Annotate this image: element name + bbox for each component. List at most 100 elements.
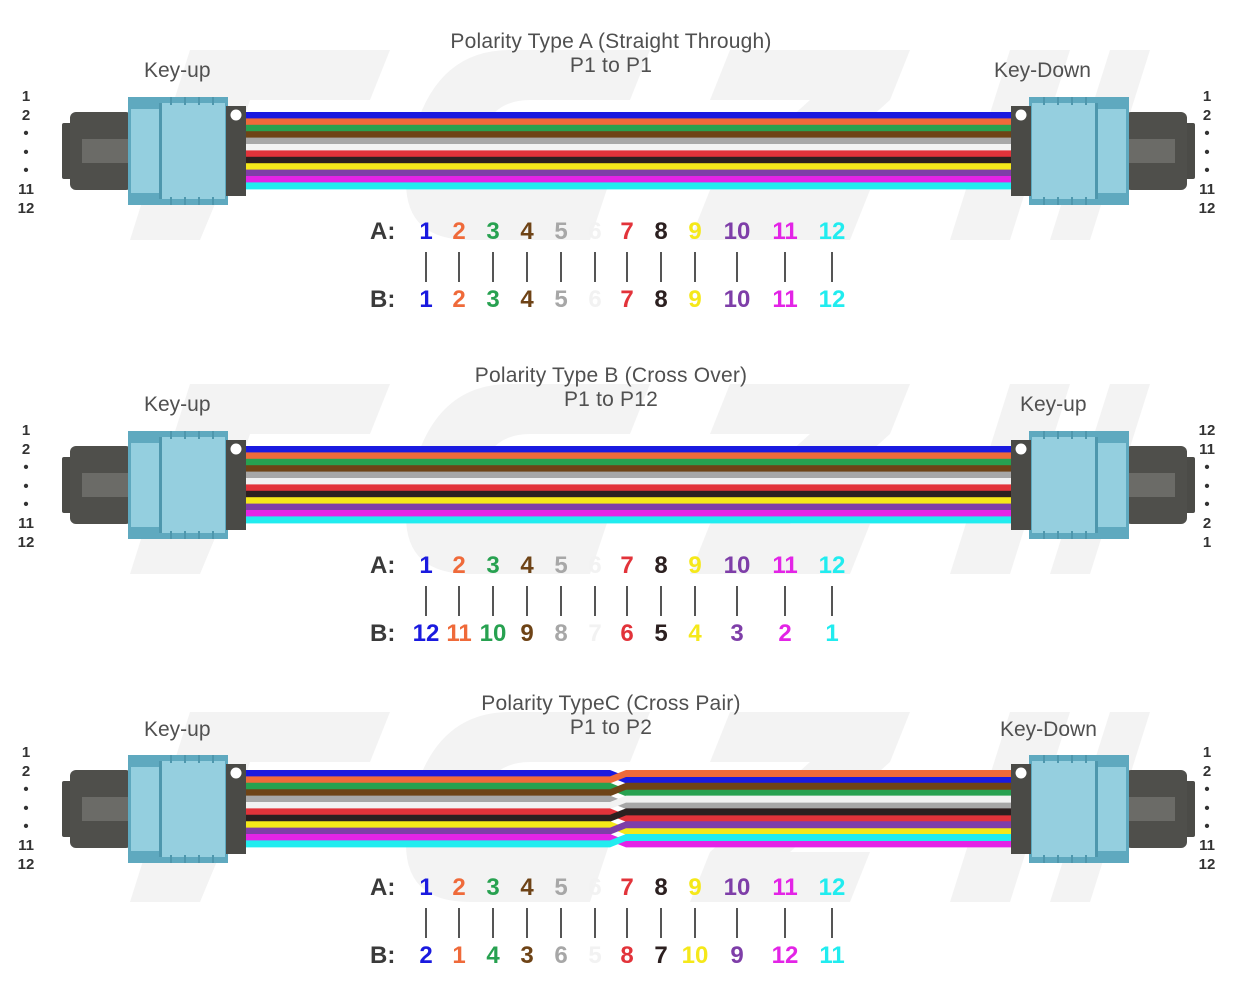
connector-rib bbox=[198, 531, 200, 539]
a-fiber-number: 12 bbox=[818, 552, 846, 579]
connector-rib bbox=[184, 431, 186, 439]
b-fiber-number: 3 bbox=[730, 620, 744, 647]
fiber-number: • bbox=[1204, 781, 1210, 799]
row-a-label: A: bbox=[370, 874, 396, 901]
connection-line bbox=[594, 252, 596, 282]
fiber-number: 2 bbox=[1202, 762, 1212, 780]
fiber-number: 12 bbox=[17, 855, 35, 873]
fiber-number: • bbox=[1204, 143, 1210, 161]
fiber-strand bbox=[246, 821, 1011, 835]
left-mpo-connector bbox=[62, 97, 246, 205]
polarity-type-a-panel: Polarity Type A (Straight Through) P1 to… bbox=[0, 0, 1257, 335]
b-fiber-number: 3 bbox=[520, 942, 534, 969]
fiber-strand bbox=[246, 144, 1011, 151]
connector-rib bbox=[1085, 531, 1087, 539]
b-fiber-number: 11 bbox=[819, 942, 845, 969]
a-fiber-number: 8 bbox=[654, 218, 668, 245]
connector-boot-slot bbox=[82, 139, 130, 163]
fiber-strand bbox=[246, 176, 1011, 183]
a-fiber-number: 7 bbox=[620, 552, 634, 579]
connector-housing-seam bbox=[1095, 761, 1098, 857]
a-fiber-number: 1 bbox=[419, 552, 433, 579]
connection-line bbox=[660, 586, 662, 616]
connection-line bbox=[736, 252, 738, 282]
fiber-strand bbox=[246, 770, 1011, 784]
fiber-number: • bbox=[23, 818, 29, 836]
connector-boot-slot bbox=[1127, 473, 1175, 497]
row-b-label: B: bbox=[370, 620, 396, 647]
connector-rib bbox=[198, 755, 200, 763]
connection-line bbox=[526, 908, 528, 938]
fiber-strand bbox=[246, 465, 1011, 473]
mpo-cable-diagram bbox=[62, 97, 1195, 205]
connector-rib bbox=[1043, 755, 1045, 763]
right-fiber-numbers: 1 2 • • • 11 12 bbox=[1192, 744, 1222, 874]
fiber-number: 12 bbox=[1198, 199, 1216, 217]
connector-ferrule bbox=[1011, 106, 1031, 196]
a-fiber-number: 4 bbox=[520, 874, 534, 901]
fiber-number: • bbox=[1204, 496, 1210, 514]
connector-rib bbox=[1043, 855, 1045, 863]
a-fiber-number: 4 bbox=[520, 218, 534, 245]
b-fiber-number: 11 bbox=[446, 620, 472, 647]
connection-line bbox=[458, 908, 460, 938]
fiber-strand bbox=[246, 490, 1011, 498]
b-fiber-number: 11 bbox=[772, 286, 798, 313]
connector-housing-body bbox=[1032, 761, 1096, 857]
a-fiber-number: 9 bbox=[688, 874, 702, 901]
connector-housing-seam bbox=[1095, 437, 1098, 533]
connection-line bbox=[831, 252, 833, 282]
connector-housing-front bbox=[1096, 767, 1126, 851]
fiber-strand bbox=[246, 834, 1011, 848]
connector-rib bbox=[1071, 755, 1073, 763]
connection-line bbox=[626, 586, 628, 616]
fiber-strand bbox=[246, 169, 1011, 177]
b-fiber-number: 5 bbox=[554, 286, 568, 313]
panel-subtitle: P1 to P12 bbox=[563, 388, 659, 411]
right-key-label: Key-Down bbox=[994, 59, 1091, 82]
fiber-strand bbox=[246, 446, 1011, 453]
fiber-number: • bbox=[23, 162, 29, 180]
a-fiber-number: 9 bbox=[688, 552, 702, 579]
connection-line bbox=[831, 586, 833, 616]
fiber-number: 1 bbox=[1202, 744, 1212, 761]
connector-rib bbox=[1085, 197, 1087, 205]
fiber-number: 2 bbox=[21, 106, 31, 124]
connection-line bbox=[560, 908, 562, 938]
b-fiber-number: 7 bbox=[588, 620, 602, 647]
connector-rib bbox=[1071, 197, 1073, 205]
panel-title: Polarity Type A (Straight Through) bbox=[450, 30, 772, 53]
connector-boot-tip bbox=[62, 457, 72, 513]
connection-line bbox=[560, 586, 562, 616]
a-fiber-number: 2 bbox=[452, 552, 466, 579]
row-a-label: A: bbox=[370, 218, 396, 245]
b-fiber-number: 9 bbox=[730, 942, 744, 969]
connector-housing-seam bbox=[159, 437, 162, 533]
b-fiber-number: 5 bbox=[588, 942, 602, 969]
connector-housing-seam bbox=[159, 103, 162, 199]
fiber-strand bbox=[246, 163, 1011, 171]
b-fiber-number: 1 bbox=[452, 942, 466, 969]
fiber-number: • bbox=[1204, 162, 1210, 180]
b-fiber-number: 12 bbox=[771, 942, 799, 969]
fiber-number: • bbox=[23, 799, 29, 817]
b-fiber-number: 4 bbox=[520, 286, 534, 313]
fiber-number: 11 bbox=[18, 180, 34, 198]
a-fiber-number: 3 bbox=[486, 874, 500, 901]
right-mpo-connector bbox=[1011, 431, 1195, 539]
fiber-number: • bbox=[23, 477, 29, 495]
b-fiber-number: 1 bbox=[825, 620, 839, 647]
fiber-number: • bbox=[1204, 799, 1210, 817]
a-fiber-number: 2 bbox=[452, 218, 466, 245]
connector-rib bbox=[184, 97, 186, 105]
a-fiber-number: 10 bbox=[723, 874, 751, 901]
connector-housing-front bbox=[131, 443, 161, 527]
fiber-strand bbox=[246, 452, 1011, 460]
fiber-strand bbox=[246, 478, 1011, 485]
fiber-strand bbox=[246, 124, 1011, 132]
connection-line bbox=[784, 586, 786, 616]
connector-housing-body bbox=[161, 761, 225, 857]
connector-boot-tip bbox=[1185, 781, 1195, 837]
connector-rib bbox=[1071, 531, 1073, 539]
left-key-label: Key-up bbox=[144, 393, 211, 416]
